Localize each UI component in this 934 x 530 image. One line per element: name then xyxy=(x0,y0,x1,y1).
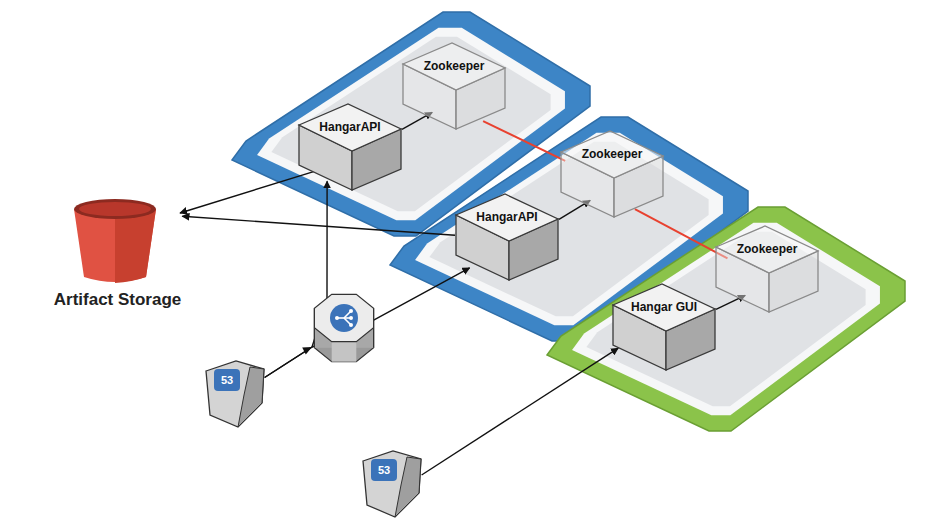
service-cube xyxy=(455,193,559,281)
bucket-icon xyxy=(70,195,160,285)
route53-icon xyxy=(357,445,425,520)
arrow-connector xyxy=(182,216,455,235)
arrowhead xyxy=(302,347,312,355)
node-label: Hangar GUI xyxy=(631,300,697,314)
node-label: HangarAPI xyxy=(476,210,537,224)
service-node: HangarAPI xyxy=(455,193,559,281)
replication-line xyxy=(483,121,565,161)
node-label: Zookeeper xyxy=(424,59,485,73)
service-cube xyxy=(298,103,402,191)
badge-text: 53 xyxy=(371,459,397,481)
service-node: Hangar GUI xyxy=(612,283,716,371)
load-balancer xyxy=(314,294,373,361)
zookeeper-cube xyxy=(560,130,664,218)
node-label: Artifact Storage xyxy=(30,290,205,310)
service-node: Zookeeper xyxy=(715,225,819,313)
dns-node: 53 xyxy=(357,445,425,520)
storage-node: Artifact Storage xyxy=(30,190,205,315)
badge-text: 53 xyxy=(214,369,240,391)
arrow-connector xyxy=(180,172,314,213)
zookeeper-cube xyxy=(402,42,506,130)
route53-icon xyxy=(200,355,268,430)
arrow-connector xyxy=(265,268,470,378)
service-node: Zookeeper xyxy=(402,42,506,130)
zookeeper-cube xyxy=(715,225,819,313)
green-band xyxy=(547,207,905,431)
replication-line xyxy=(635,209,728,258)
arrow-connector xyxy=(422,348,619,475)
node-label: Zookeeper xyxy=(737,242,798,256)
node-label: HangarAPI xyxy=(319,120,380,134)
dns-node: 53 xyxy=(200,355,268,430)
blue-band xyxy=(390,117,748,341)
node-label: Zookeeper xyxy=(582,147,643,161)
service-cube xyxy=(612,283,716,371)
service-node: Zookeeper xyxy=(560,130,664,218)
service-node: HangarAPI xyxy=(298,103,402,191)
